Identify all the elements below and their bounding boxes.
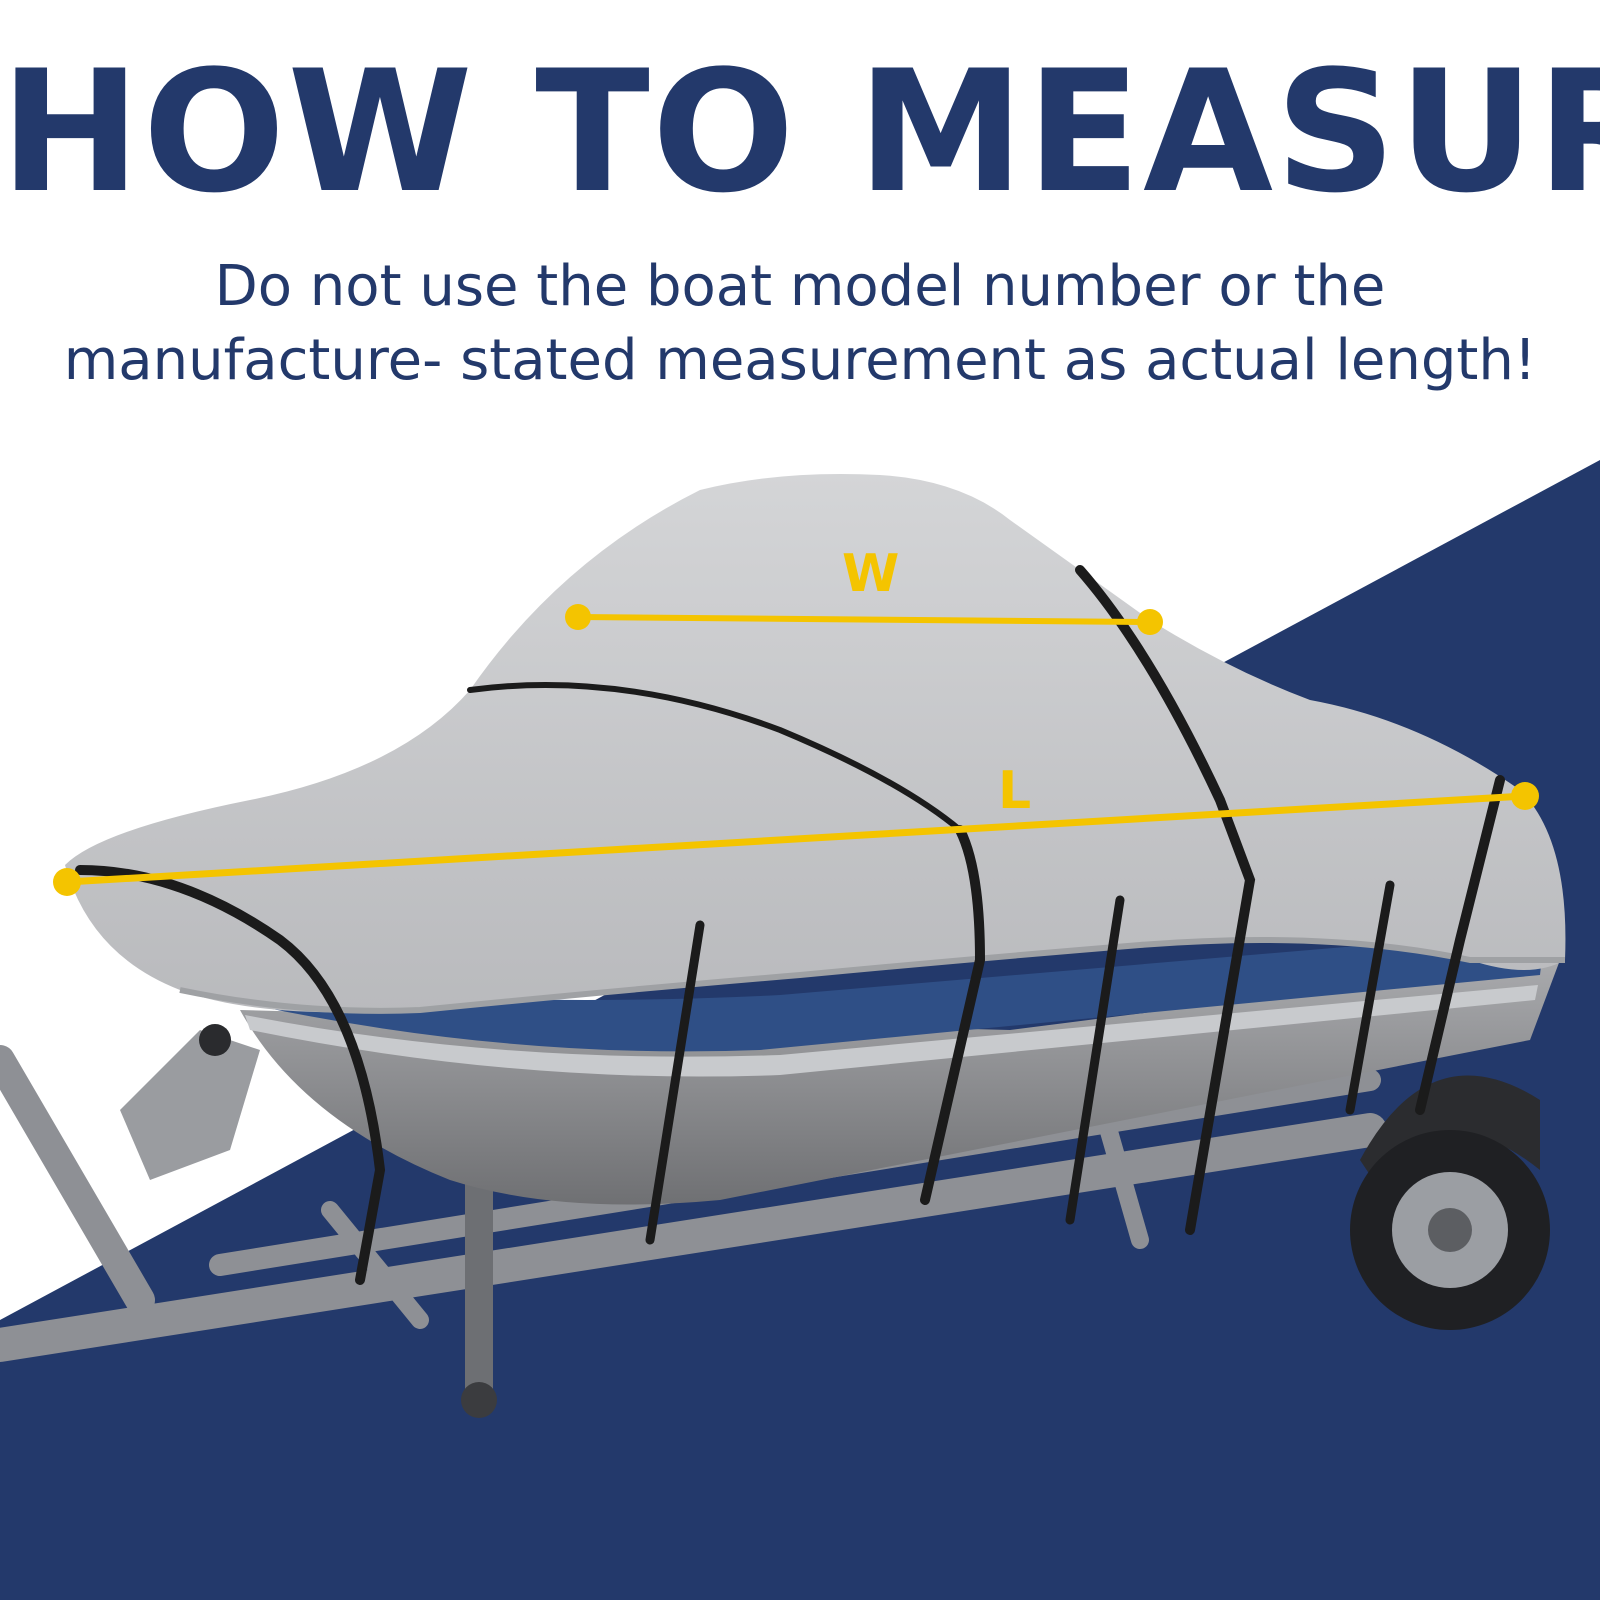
length-dimension-line <box>53 782 1539 896</box>
dot-marker-icon <box>1511 782 1539 810</box>
trailer-wheel <box>1350 1075 1550 1330</box>
subtitle-line-1: Do not use the boat model number or the <box>214 254 1386 319</box>
subtitle-line-2: manufacture- stated measurement as actua… <box>63 328 1537 393</box>
dot-marker-icon <box>53 868 81 896</box>
hull-blue-stripe <box>230 930 1545 1052</box>
length-label: L <box>998 761 1032 821</box>
dot-marker-icon <box>1137 609 1163 635</box>
hull-white-stripe <box>245 985 1538 1077</box>
cover-hem <box>179 937 1565 1014</box>
warning-subtitle: Do not use the boat model number or the … <box>0 250 1600 398</box>
trailer-jack <box>465 1160 493 1400</box>
width-dimension-line <box>565 604 1163 635</box>
dot-marker-icon <box>565 604 591 630</box>
page-title: HOW TO MEASURE? <box>0 34 1600 230</box>
width-label: W <box>842 544 900 604</box>
jack-wheel <box>461 1382 497 1418</box>
winch-post <box>120 1024 260 1180</box>
